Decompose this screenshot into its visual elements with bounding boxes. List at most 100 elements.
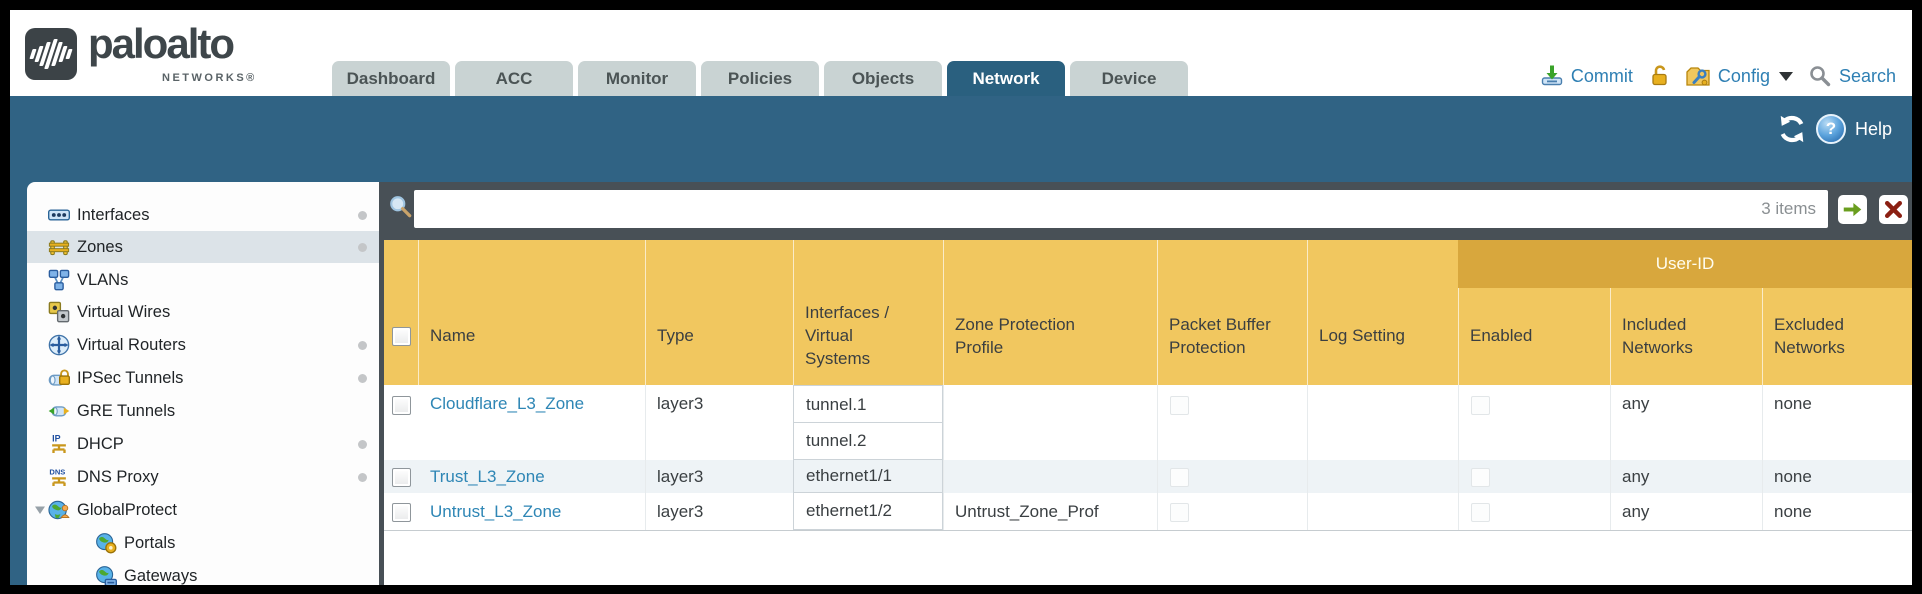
sidebar-item-label: Virtual Routers: [77, 335, 186, 354]
column-header-zone-protection[interactable]: Zone Protection Profile: [955, 314, 1076, 357]
virtual-wires-icon: [48, 301, 70, 323]
gateways-icon: [96, 566, 117, 585]
column-header-interfaces[interactable]: Interfaces / Virtual Systems: [805, 303, 890, 368]
table-bottom-border: [384, 530, 1912, 531]
sidebar-item-dhcp[interactable]: IP DHCP: [27, 428, 379, 460]
zone-name-link[interactable]: Untrust_L3_Zone: [430, 502, 562, 521]
sidebar-item-zones[interactable]: Zones: [27, 231, 379, 263]
filter-input[interactable]: 3 items: [414, 190, 1828, 228]
interface-cell: tunnel.2: [793, 423, 943, 460]
sidebar-item-label: Portals: [124, 533, 176, 552]
dns-proxy-icon: DNS: [49, 467, 66, 486]
paloalto-logo-icon: [25, 28, 77, 80]
sidebar-item-virtual-routers[interactable]: Virtual Routers: [27, 329, 379, 361]
column-header-name[interactable]: Name: [430, 326, 476, 346]
help-label[interactable]: Help: [1854, 118, 1892, 139]
virtual-routers-icon: [48, 334, 70, 356]
column-header-enabled[interactable]: Enabled: [1470, 326, 1533, 346]
zone-name-link[interactable]: Cloudflare_L3_Zone: [430, 394, 585, 413]
help-icon[interactable]: [1815, 114, 1846, 144]
portals-icon: [96, 533, 117, 554]
row-checkbox[interactable]: [392, 503, 411, 522]
tab-acc[interactable]: ACC: [455, 61, 573, 96]
select-all-checkbox[interactable]: [392, 327, 411, 346]
panel-divider[interactable]: [379, 240, 384, 585]
sidebar-item-ipsec-tunnels[interactable]: IPSec Tunnels: [27, 362, 379, 394]
table-row-alt-band: [384, 460, 1912, 493]
row-checkbox[interactable]: [392, 396, 411, 415]
sidebar-item-interfaces[interactable]: Interfaces: [27, 199, 379, 231]
gre-tunnels-icon: [48, 406, 70, 417]
user-id-group-header: User-ID: [1458, 240, 1912, 288]
user-id-enabled-checkbox[interactable]: [1471, 396, 1490, 415]
packet-buffer-checkbox[interactable]: [1170, 468, 1189, 487]
zone-name-link[interactable]: Trust_L3_Zone: [430, 467, 545, 486]
included-networks: any: [1622, 467, 1650, 486]
config-icon: [1686, 67, 1710, 86]
globalprotect-icon: [48, 500, 70, 520]
sidebar-item-portals[interactable]: Portals: [27, 527, 379, 559]
brand-subtitle: NETWORKS®: [162, 72, 257, 84]
apply-filter-arrow-icon: [1843, 202, 1862, 217]
status-dot: [358, 210, 367, 220]
excluded-networks: none: [1774, 467, 1812, 486]
column-header-type[interactable]: Type: [657, 326, 694, 346]
clear-filter-button[interactable]: [1879, 195, 1908, 224]
column-header-log-setting[interactable]: Log Setting: [1319, 326, 1406, 346]
tab-network[interactable]: Network: [947, 61, 1065, 96]
search-button[interactable]: Search: [1838, 65, 1896, 86]
tab-policies[interactable]: Policies: [701, 61, 819, 96]
packet-buffer-checkbox[interactable]: [1170, 503, 1189, 522]
filter-search-icon[interactable]: [388, 194, 414, 220]
sidebar-item-label: IPSec Tunnels: [77, 368, 184, 387]
column-header-included-networks[interactable]: Included Networks: [1622, 314, 1693, 357]
sidebar-item-globalprotect[interactable]: GlobalProtect: [27, 494, 379, 526]
search-icon: [1810, 66, 1831, 87]
config-button[interactable]: Config: [1717, 65, 1770, 86]
svg-text:IP: IP: [52, 433, 60, 443]
apply-filter-button[interactable]: [1838, 195, 1867, 224]
interfaces-icon: [48, 209, 70, 221]
items-count: 3 items: [1761, 199, 1816, 218]
sidebar-item-virtual-wires[interactable]: Virtual Wires: [27, 296, 379, 328]
sidebar-item-vlans[interactable]: VLANs: [27, 264, 379, 296]
excluded-networks: none: [1774, 394, 1812, 413]
sidebar-item-label: DHCP: [77, 434, 124, 453]
lock-icon[interactable]: [1648, 64, 1672, 88]
zone-type: layer3: [657, 394, 704, 413]
refresh-icon[interactable]: [1777, 114, 1807, 144]
sidebar-item-label: Zones: [77, 237, 123, 256]
status-dot: [358, 373, 367, 383]
tab-objects[interactable]: Objects: [824, 61, 942, 96]
sidebar-item-gre-tunnels[interactable]: GRE Tunnels: [27, 395, 379, 427]
tab-monitor[interactable]: Monitor: [578, 61, 696, 96]
caret-down-icon[interactable]: [1778, 71, 1793, 81]
user-id-enabled-checkbox[interactable]: [1471, 468, 1490, 487]
status-dot: [358, 439, 367, 449]
user-id-enabled-checkbox[interactable]: [1471, 503, 1490, 522]
interface-cell: ethernet1/1: [793, 460, 943, 493]
sidebar-item-gateways[interactable]: Gateways: [27, 560, 379, 585]
zone-protection-profile: Untrust_Zone_Prof: [955, 502, 1099, 521]
zone-type: layer3: [657, 502, 704, 521]
commit-button[interactable]: Commit: [1570, 65, 1633, 86]
sidebar-item-label: Gateways: [124, 566, 198, 585]
column-header-excluded-networks[interactable]: Excluded Networks: [1774, 314, 1845, 357]
column-header-packet-buffer[interactable]: Packet Buffer Protection: [1169, 314, 1271, 357]
svg-text:DNS: DNS: [49, 467, 65, 476]
tab-device[interactable]: Device: [1070, 61, 1188, 96]
tab-dashboard[interactable]: Dashboard: [332, 61, 450, 96]
dhcp-icon: IP: [52, 433, 66, 453]
expander-caret-icon[interactable]: [33, 503, 47, 517]
sidebar-item-dns-proxy[interactable]: DNS DNS Proxy: [27, 461, 379, 493]
sidebar-item-label: VLANs: [77, 270, 129, 289]
vlans-icon: [48, 269, 70, 291]
packet-buffer-checkbox[interactable]: [1170, 396, 1189, 415]
row-checkbox[interactable]: [392, 468, 411, 487]
zone-type: layer3: [657, 467, 704, 486]
top-header: paloalto NETWORKS® Dashboard ACC Monitor…: [10, 10, 1912, 96]
ipsec-tunnels-icon: [48, 369, 70, 386]
content-toolbar: Help: [1777, 114, 1892, 144]
status-dot: [358, 472, 367, 482]
interface-cell: ethernet1/2: [793, 493, 943, 530]
